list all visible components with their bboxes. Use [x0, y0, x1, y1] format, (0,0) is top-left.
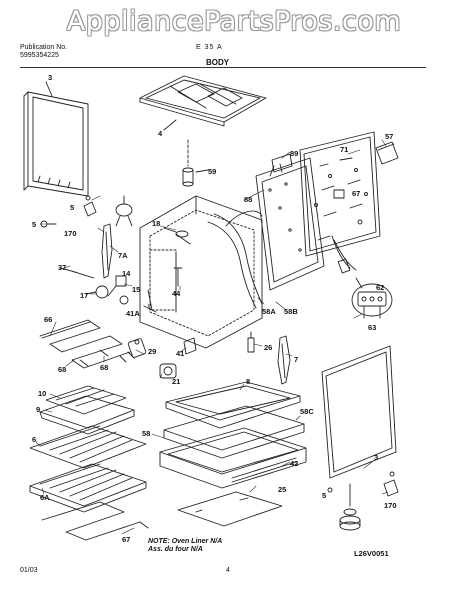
callout-17: 17 — [80, 291, 88, 300]
model-fragment: E 35 A — [196, 44, 223, 51]
callout-29: 29 — [148, 347, 156, 356]
callout-58a: 58A — [262, 307, 276, 316]
callout-9: 9 — [36, 405, 40, 414]
callout-44: 44 — [172, 289, 181, 298]
terminal-block — [333, 189, 345, 199]
insulation-plate — [375, 141, 399, 165]
switch-15 — [119, 295, 129, 305]
callout-58: 58 — [142, 429, 150, 438]
switch-14 — [107, 275, 127, 297]
callout-62: 62 — [376, 283, 384, 292]
oven-rack-6a — [29, 463, 147, 513]
callout-8: 8 — [246, 377, 250, 386]
callout-66: 66 — [44, 315, 52, 324]
callout-26: 26 — [264, 343, 272, 352]
callout-89: 89 — [290, 149, 298, 158]
publication-label: Publication No. — [20, 44, 68, 51]
door-switch — [247, 331, 255, 353]
wire-37 — [59, 267, 95, 279]
broil-element — [39, 319, 135, 369]
callout-67-top: 67 — [352, 189, 360, 198]
callout-42: 42 — [290, 459, 298, 468]
callout-57: 57 — [385, 132, 393, 141]
wire-harness — [331, 235, 357, 274]
broiler-pan — [39, 395, 135, 435]
callout-68-left: 68 — [58, 365, 66, 374]
leader-lines — [35, 139, 389, 535]
callout-37: 37 — [58, 263, 66, 272]
block-41 — [183, 337, 197, 355]
callout-15: 15 — [132, 285, 140, 294]
bake-element — [41, 501, 149, 541]
selector-switch — [115, 195, 133, 227]
callout-14: 14 — [122, 269, 131, 278]
bottom-panel — [177, 491, 283, 527]
screw-right — [327, 487, 333, 493]
callout-6a: 6A — [40, 493, 50, 502]
leg-receptacle-170 — [383, 471, 399, 497]
publication-number: 5995354225 — [20, 52, 59, 59]
oven-bottom-8 — [165, 381, 301, 429]
callout-3: 3 — [48, 73, 52, 82]
header-rule — [20, 67, 426, 68]
rear-panel — [299, 131, 381, 257]
callout-3-right: 3 — [374, 453, 378, 462]
callout-63: 63 — [368, 323, 376, 332]
footer-page: 4 — [226, 567, 230, 574]
door-hinge-left — [101, 223, 113, 279]
footer-date: 01/03 — [20, 567, 38, 574]
callout-7: 7 — [294, 355, 298, 364]
oven-light — [159, 363, 177, 379]
control-knob — [85, 285, 109, 299]
oven-rack — [29, 425, 147, 469]
callout-6: 6 — [32, 435, 36, 444]
vent-tube — [182, 139, 194, 187]
callout-5-left-b: 5 — [32, 220, 36, 229]
callout-59: 59 — [208, 167, 216, 176]
drawer-slide — [231, 457, 297, 483]
callout-5-right: 5 — [322, 491, 326, 500]
callout-10: 10 — [38, 389, 46, 398]
callout-41a: 41A — [126, 309, 140, 318]
bracket-41a — [143, 289, 157, 313]
callout-25: 25 — [278, 485, 286, 494]
element-bracket-68 — [79, 349, 109, 367]
oven-back-frame — [255, 157, 325, 291]
callout-67-bottom: 67 — [122, 535, 130, 544]
terminal-62 — [351, 283, 393, 319]
callout-68-right: 68 — [100, 363, 108, 372]
leveling-leg — [339, 483, 361, 531]
note: NOTE: Oven Liner N/A Ass. du four N/A — [148, 538, 222, 554]
callout-71: 71 — [340, 145, 348, 154]
screw-44 — [173, 267, 183, 287]
callout-170-left: 170 — [64, 229, 77, 238]
oven-sensor — [163, 227, 191, 245]
hinge-receptacle-170 — [83, 195, 97, 217]
side-panel-right — [321, 345, 397, 479]
callout-5-left-a: 5 — [70, 203, 74, 212]
broiler-insert — [45, 385, 127, 415]
side-panel-left — [23, 91, 89, 197]
drawing-code: L26V0051 — [354, 549, 389, 558]
callout-18: 18 — [152, 219, 160, 228]
note-line-2: Ass. du four N/A — [148, 546, 203, 553]
callout-58c: 58C — [300, 407, 314, 416]
callout-4: 4 — [158, 129, 163, 138]
door-hinge-right — [277, 335, 291, 385]
top-panel — [139, 75, 267, 127]
callout-88: 88 — [244, 195, 252, 204]
callout-41: 41 — [176, 349, 184, 358]
light-receptacle — [127, 338, 147, 358]
callout-170-right: 170 — [384, 501, 397, 510]
section-title: BODY — [206, 58, 230, 67]
storage-drawer — [159, 427, 307, 489]
callout-7a: 7A — [118, 251, 128, 260]
callout-58b: 58B — [284, 307, 298, 316]
trim-58c — [163, 405, 305, 459]
callout-21: 21 — [172, 377, 180, 386]
oven-body-frame — [139, 195, 263, 349]
note-line-1: NOTE: Oven Liner N/A — [148, 538, 223, 545]
